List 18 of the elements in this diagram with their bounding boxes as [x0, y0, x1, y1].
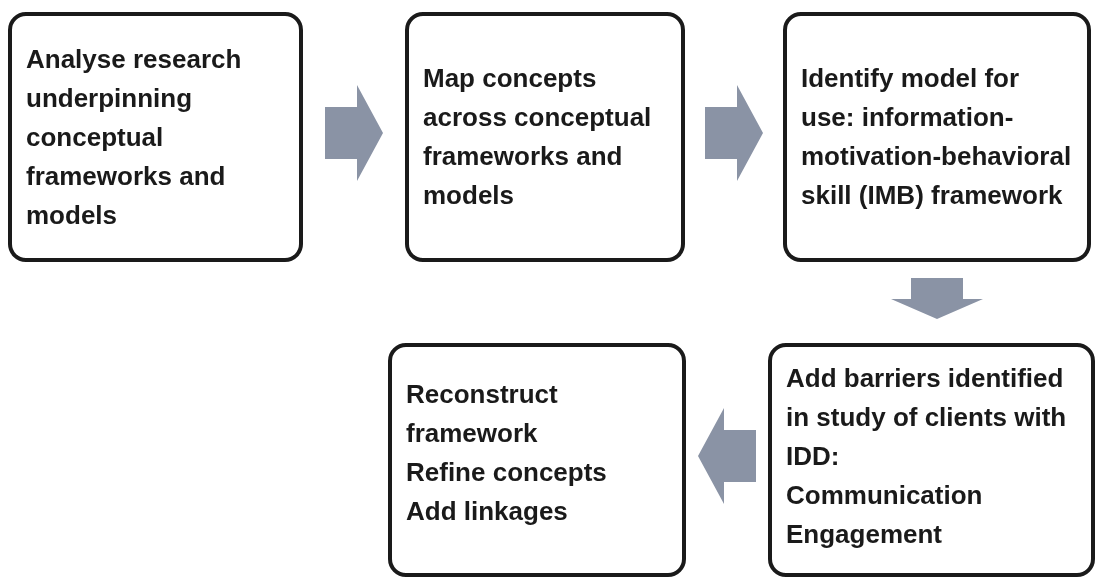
box-text: Reconstruct framework: [406, 378, 559, 450]
box-text: Identify model for use: information-motivation-behavioral skill (IMB) framework: [801, 62, 1073, 212]
process-box: [405, 12, 685, 262]
process-box: [783, 12, 1091, 262]
block-arrow: [698, 408, 756, 504]
process-box: [768, 343, 1095, 577]
box-text: Map concepts across conceptual frameworks and models: [423, 62, 653, 212]
block-arrow: [891, 278, 983, 319]
box-text: Add linkages: [406, 495, 569, 528]
box-text: Refine concepts: [406, 456, 608, 489]
process-box: [8, 12, 303, 262]
box-text: Add barriers identified in study of clients with IDD:: [786, 362, 1068, 473]
box-text: Analyse research underpinning conceptual frameworks and models: [26, 42, 243, 232]
process-box: [388, 343, 686, 577]
box-text: Engagement: [786, 518, 944, 551]
block-arrow: [325, 85, 383, 181]
block-arrow: [705, 85, 763, 181]
box-text: Communication: [786, 479, 984, 512]
